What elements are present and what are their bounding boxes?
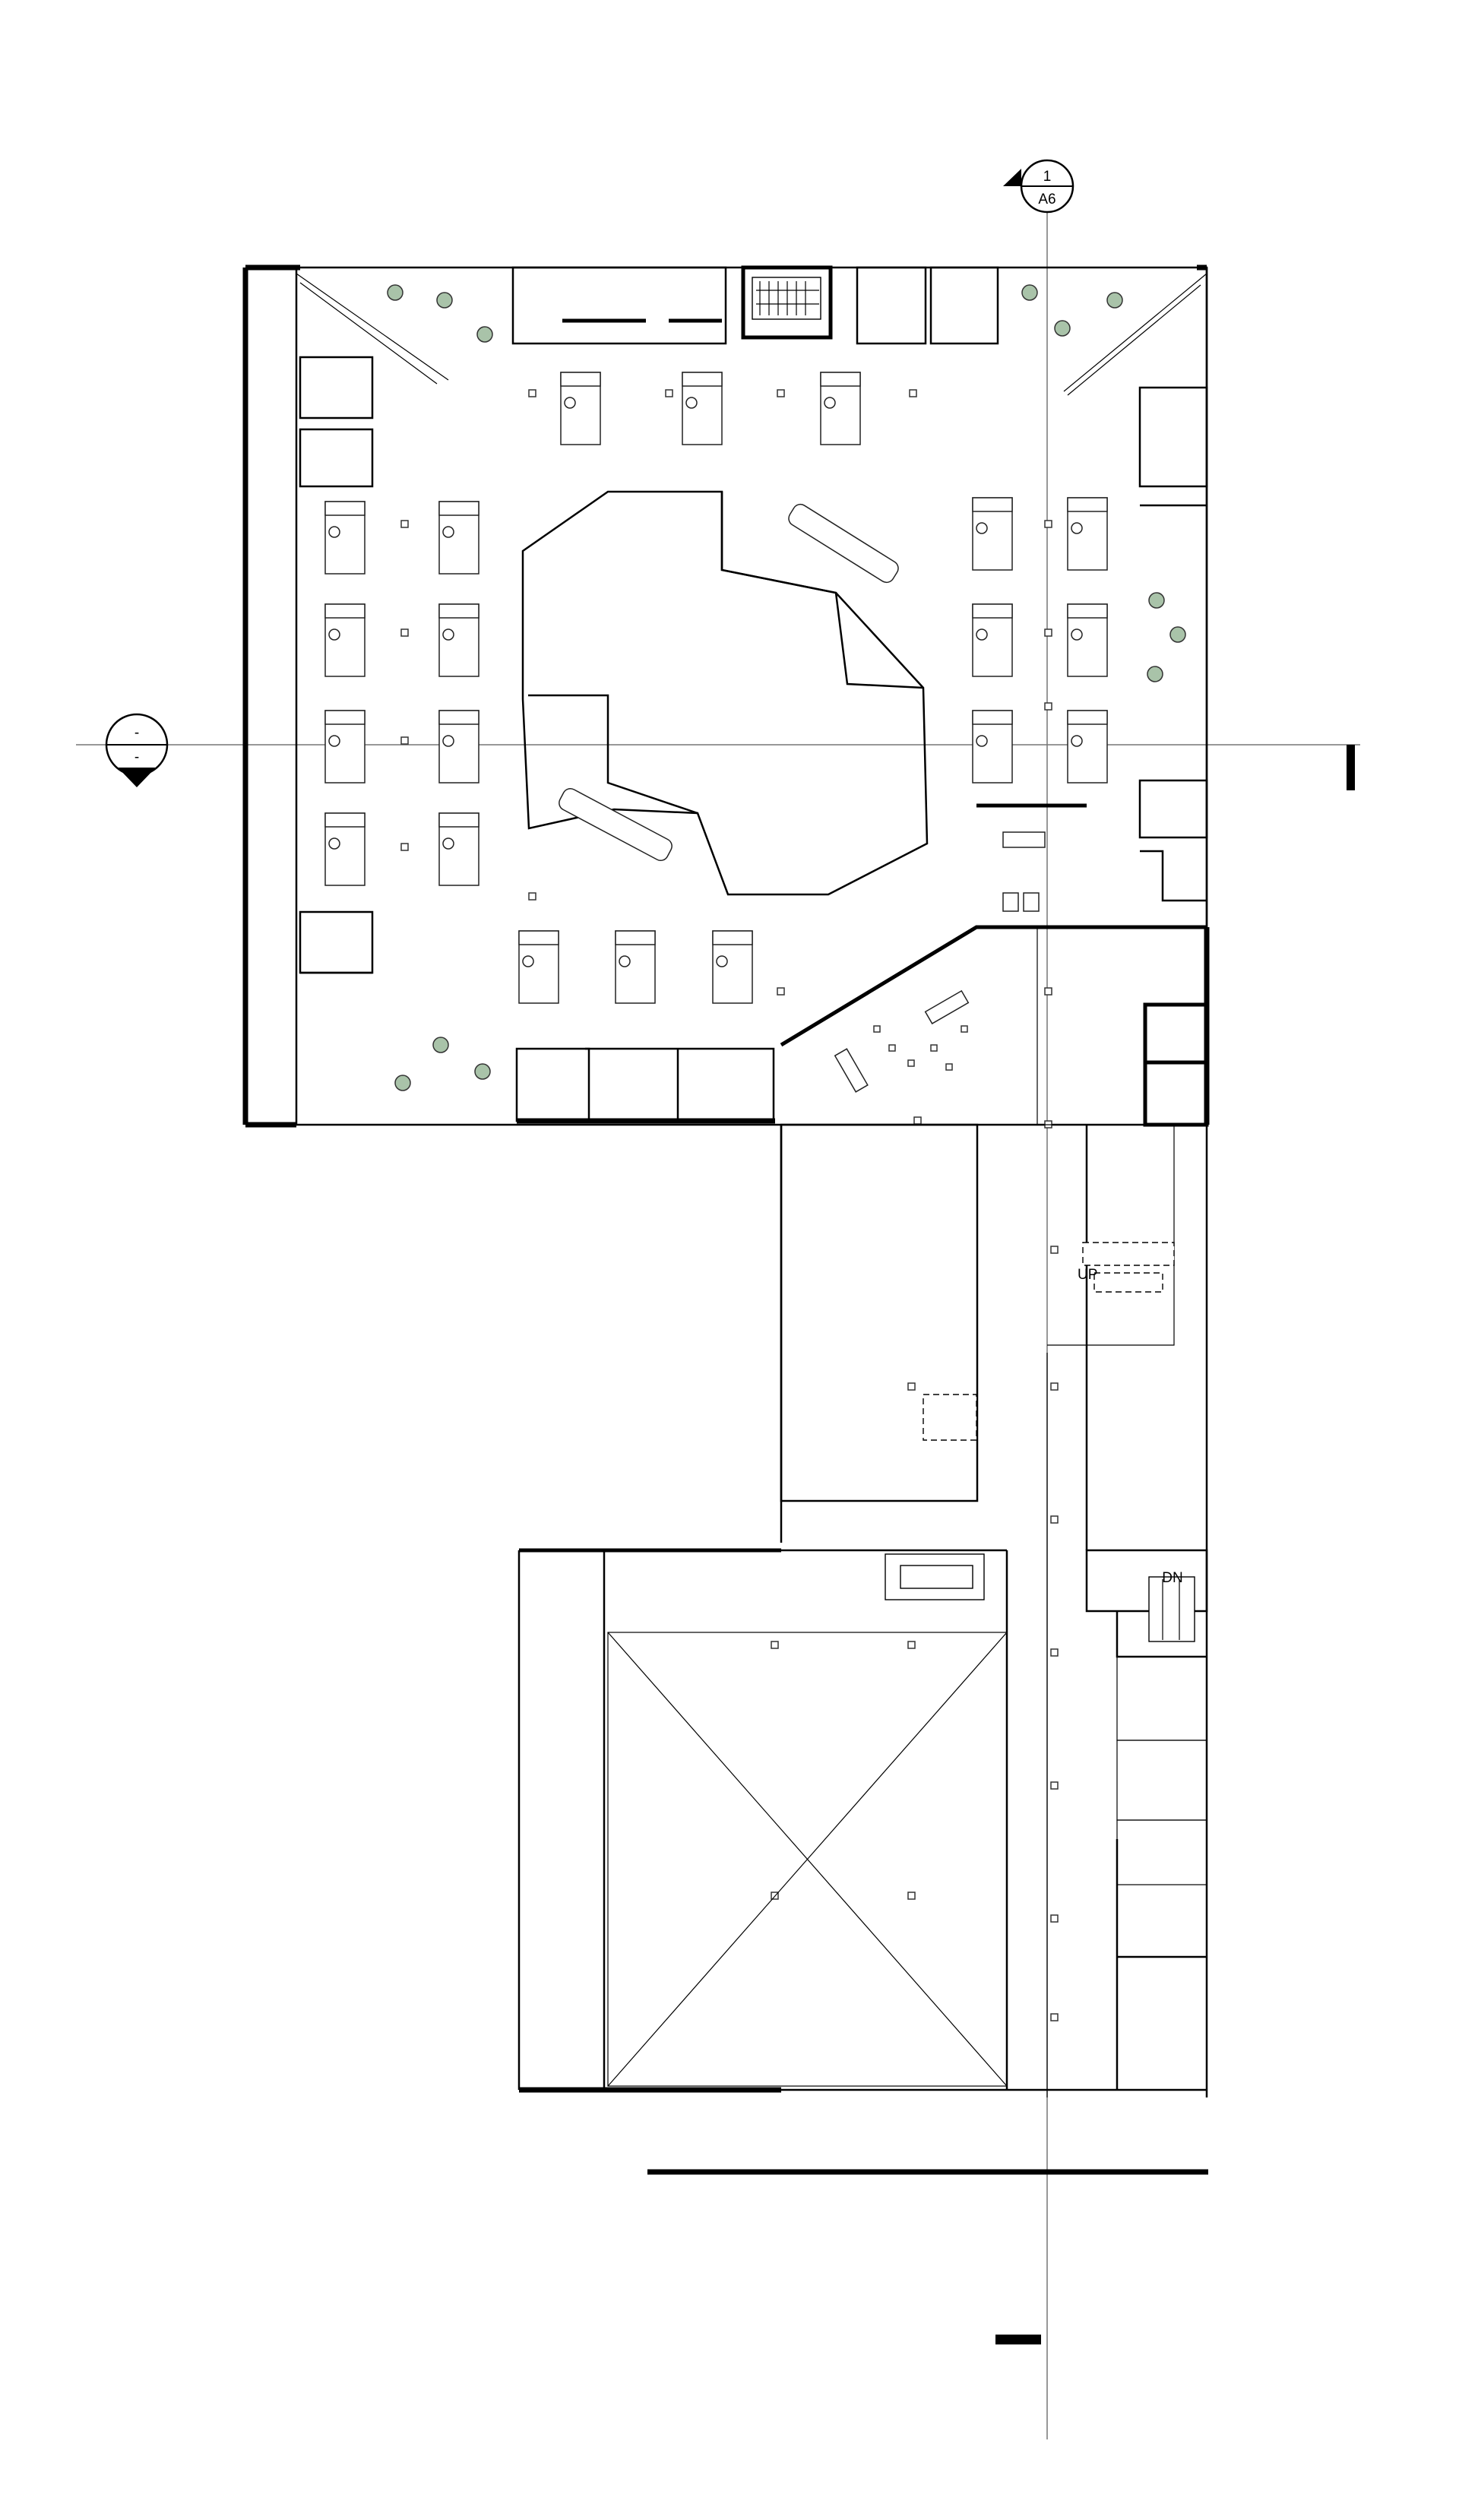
stair-down-label: DN	[1162, 1570, 1182, 1586]
workstation	[438, 603, 479, 677]
workstation	[972, 497, 1013, 571]
workstation	[1067, 710, 1108, 784]
stair-up-label: UP	[1078, 1267, 1097, 1283]
grid-lines	[76, 213, 1360, 2439]
workstation	[712, 930, 753, 1004]
workstation	[518, 930, 559, 1004]
elevation-tag-bottom: -	[135, 749, 139, 765]
structural-columns	[400, 389, 1059, 2021]
stair-center	[923, 1394, 977, 1441]
workstation	[682, 372, 723, 445]
workstation	[438, 812, 479, 886]
office-wing	[242, 264, 1210, 1128]
workstation-group	[324, 372, 1108, 1004]
warehouse-wing: DN	[517, 1548, 1208, 2093]
conference-table	[559, 787, 673, 862]
workstation	[324, 603, 366, 677]
workstation	[438, 501, 479, 575]
workstation	[972, 603, 1013, 677]
conference-table	[788, 503, 899, 584]
stair-top	[752, 277, 821, 320]
section-tag-number: 1	[1043, 169, 1052, 185]
workstation	[820, 372, 861, 445]
stair-middle: UP	[1078, 1242, 1175, 1293]
end-bar-icon	[995, 2335, 1041, 2344]
workstation	[972, 710, 1013, 784]
workstation	[324, 501, 366, 575]
section-marker-icon: 1 A6	[1003, 159, 1074, 214]
section-tag-sheet: A6	[1038, 192, 1055, 207]
workstation	[324, 710, 366, 784]
workstation	[1067, 603, 1108, 677]
lounge-cluster	[387, 284, 1186, 1091]
middle-wing: UP	[780, 927, 1208, 2097]
workstation	[1067, 497, 1108, 571]
lobby-furniture	[834, 831, 1046, 1093]
stair-warehouse	[885, 1553, 985, 1600]
workstation	[438, 710, 479, 784]
elevation-marker-icon: - -	[105, 713, 169, 787]
stair-down: DN	[1148, 1570, 1195, 1642]
north-bar-icon	[1347, 745, 1355, 790]
workstation	[615, 930, 656, 1004]
elevation-tag-top: -	[135, 725, 139, 741]
workstation	[560, 372, 601, 445]
workstation	[324, 812, 366, 886]
